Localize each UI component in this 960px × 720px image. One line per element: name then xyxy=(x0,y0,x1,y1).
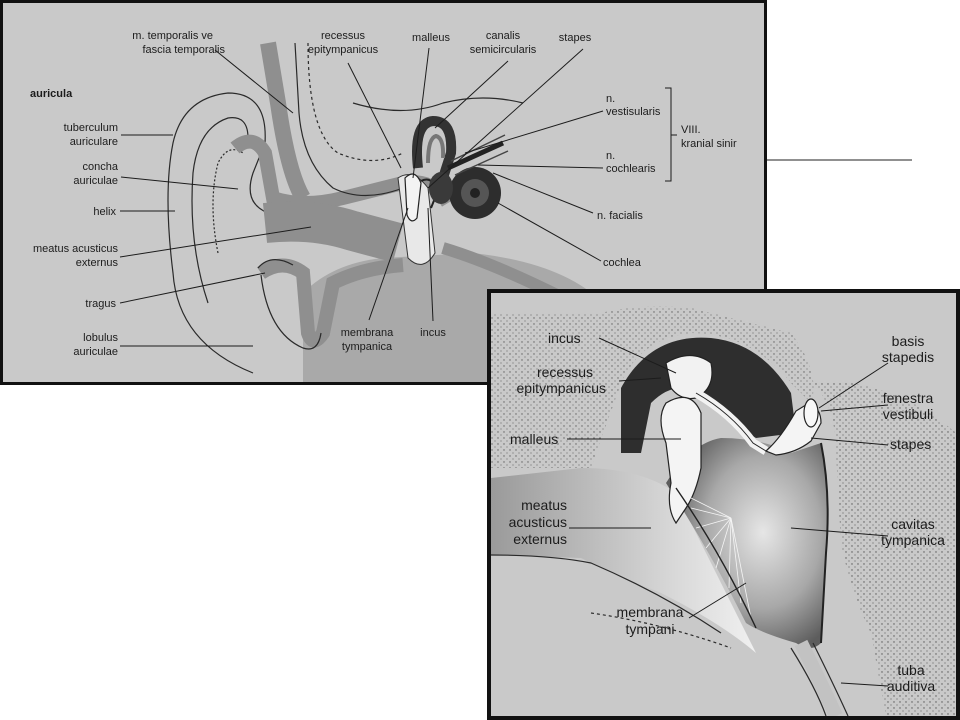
meatus-canal xyxy=(262,201,404,263)
label-helix: helix xyxy=(93,206,116,218)
cavity-wall xyxy=(820,442,829,644)
skull-line-2 xyxy=(307,42,404,162)
label-concha-2: auriculae xyxy=(73,175,118,187)
semicircular-canal-inner xyxy=(426,133,446,164)
concha-curve xyxy=(212,149,244,254)
label-meatus-3: externus xyxy=(513,531,567,547)
label-cavitas-1: cavitas xyxy=(891,516,935,532)
label-recessus-2: epitympanicus xyxy=(308,44,379,56)
label-recessus-1: recessus xyxy=(537,364,593,380)
nerve-fibers xyxy=(450,134,509,176)
label-incus: incus xyxy=(420,327,446,339)
label-temporalis-1: m. temporalis ve xyxy=(132,30,213,42)
membrane-edge xyxy=(675,487,757,629)
malleus-shape xyxy=(404,173,422,222)
outer-ear-illustration: auricula m. temporalis ve fascia tempora… xyxy=(30,30,737,382)
label-membrana-2: tympanica xyxy=(342,341,393,353)
label-tragus: tragus xyxy=(85,298,116,310)
auditory-tube-wall xyxy=(790,642,849,716)
lobule-shape xyxy=(260,274,322,350)
skull-line-1 xyxy=(294,42,404,197)
label-facialis: n. facialis xyxy=(597,210,643,222)
external-canal xyxy=(491,468,756,653)
label-canalis-2: semicircularis xyxy=(470,44,537,56)
temporalis-band xyxy=(260,41,311,203)
label-recessus-2: epitympanicus xyxy=(517,380,607,396)
label-tuba-2: auditiva xyxy=(887,678,935,694)
vestibulocochlear-nerve xyxy=(446,140,505,171)
dura-line xyxy=(352,97,524,112)
bone-right xyxy=(811,383,956,716)
label-fenestra-1: fenestra xyxy=(883,390,934,406)
outer-leader-lines xyxy=(119,47,604,347)
middle-ear-illustration: incus recessus epitympanicus malleus mea… xyxy=(491,306,956,716)
vestibule-shape xyxy=(429,172,453,204)
label-malleus: malleus xyxy=(412,32,450,44)
label-tuba-1: tuba xyxy=(897,662,924,678)
helix-inner xyxy=(191,117,249,304)
incus-shape xyxy=(665,354,713,400)
label-stapes: stapes xyxy=(890,436,931,452)
label-meatus-1: meatus xyxy=(521,497,567,513)
canal-floor-line xyxy=(491,554,722,634)
malleus-shape xyxy=(660,396,702,525)
label-cavitas-2: tympanica xyxy=(881,532,945,548)
label-tuberculum-1: tuberculum xyxy=(64,122,118,134)
label-lobulus-2: auriculae xyxy=(73,346,118,358)
auditory-tube xyxy=(794,639,843,716)
label-cochlearis-1: n. xyxy=(606,150,615,162)
label-membrana-1: membrana xyxy=(341,327,394,339)
label-vestibularis-2: vestisularis xyxy=(606,106,661,118)
canal-floor-dash xyxy=(590,612,732,649)
auricle-outline xyxy=(167,92,269,374)
label-tuberculum-2: auriculare xyxy=(70,136,118,148)
label-incus: incus xyxy=(548,330,581,346)
label-recessus-1: recessus xyxy=(321,30,366,42)
label-meatus-1: meatus acusticus xyxy=(33,243,118,255)
tympanic-membrane xyxy=(680,492,752,619)
label-cochlearis-2: cochlearis xyxy=(606,163,656,175)
middle-leader-lines xyxy=(567,337,889,687)
label-cranial-2: kranial sinir xyxy=(681,138,737,150)
tympanic-cavity xyxy=(666,438,828,648)
label-concha-1: concha xyxy=(83,161,119,173)
meatus-skin-lower xyxy=(257,258,404,348)
middle-ear-diagram: incus recessus epitympanicus malleus mea… xyxy=(487,289,960,720)
semicircular-canal-outer xyxy=(412,115,457,180)
label-meatus-2: acusticus xyxy=(509,514,567,530)
label-temporalis-2: fascia temporalis xyxy=(142,44,225,56)
stapes-footplate xyxy=(803,398,819,428)
label-auricula: auricula xyxy=(30,88,73,100)
label-basis-2: stapedis xyxy=(882,349,934,365)
incus-process-outline xyxy=(695,392,767,452)
cochlea-core xyxy=(470,188,480,198)
cranial-nerve-brace xyxy=(665,87,677,182)
epitympanic-recess xyxy=(621,337,796,453)
tragus-shape xyxy=(257,259,294,269)
label-canalis-1: canalis xyxy=(486,30,521,42)
label-malleus: malleus xyxy=(510,431,558,447)
label-stapes: stapes xyxy=(559,32,592,44)
bone-upper xyxy=(491,306,814,468)
label-meatus-2: externus xyxy=(76,257,119,269)
label-cochlea: cochlea xyxy=(603,257,642,269)
label-membrana-2: tympani xyxy=(625,621,674,637)
label-basis-1: basis xyxy=(892,333,925,349)
label-membrana-1: membrana xyxy=(617,604,684,620)
label-fenestra-2: vestibuli xyxy=(883,406,934,422)
label-cranial-1: VIII. xyxy=(681,124,701,136)
label-vestibularis-1: n. xyxy=(606,93,615,105)
label-lobulus-1: lobulus xyxy=(83,332,118,344)
